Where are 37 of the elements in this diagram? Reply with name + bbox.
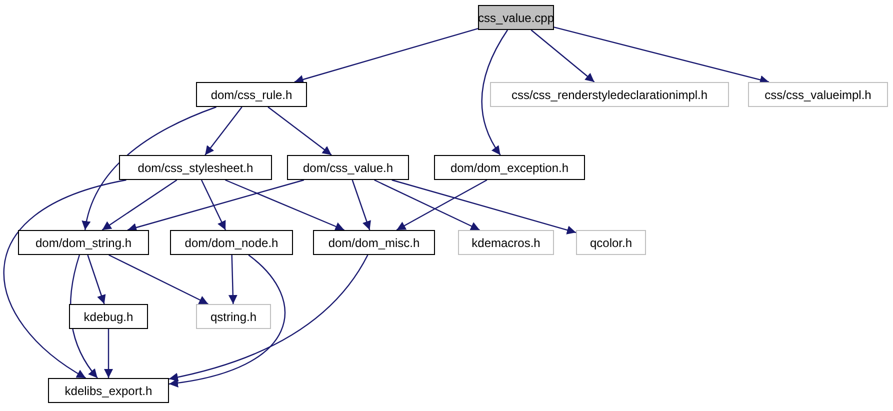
file-box: dom/css_stylesheet.h (119, 155, 272, 180)
arrow (204, 106, 242, 156)
arrow (168, 254, 286, 388)
arrow (108, 254, 208, 305)
arrow (104, 329, 113, 378)
file-box: kdelibs_export.h (48, 378, 169, 403)
file-box: kdebug.h (69, 304, 148, 329)
file-box: dom/dom_string.h (18, 230, 149, 255)
file-box: dom/dom_node.h (170, 230, 293, 255)
file-box: css/css_valueimpl.h (748, 82, 888, 107)
arrow (225, 179, 344, 231)
file-box: dom/css_rule.h (196, 82, 307, 107)
arrow (392, 179, 576, 234)
arrow (228, 254, 238, 304)
file-box: dom/css_value.h (287, 155, 409, 180)
arrow (82, 106, 216, 230)
arrow (102, 180, 178, 230)
arrow (352, 180, 371, 230)
file-box: dom/dom_exception.h (434, 155, 585, 180)
file-box: css_value.cpp (478, 5, 554, 30)
arrow (268, 106, 332, 156)
arrow (530, 30, 595, 82)
arrow (294, 28, 478, 84)
file-box: qcolor.h (576, 230, 646, 255)
file-box: kdemacros.h (458, 230, 554, 255)
file-box: css/css_renderstyledeclarationimpl.h (490, 82, 729, 107)
arrow (481, 30, 508, 156)
file-box: qstring.h (196, 304, 271, 329)
arrow (396, 179, 488, 231)
arrow (87, 254, 106, 304)
arrow (4, 179, 126, 378)
arrow (127, 179, 304, 232)
arrow (200, 180, 226, 230)
file-box: dom/dom_misc.h (313, 230, 435, 255)
arrow (554, 26, 770, 84)
arrow (374, 179, 480, 231)
arrow (168, 254, 368, 382)
